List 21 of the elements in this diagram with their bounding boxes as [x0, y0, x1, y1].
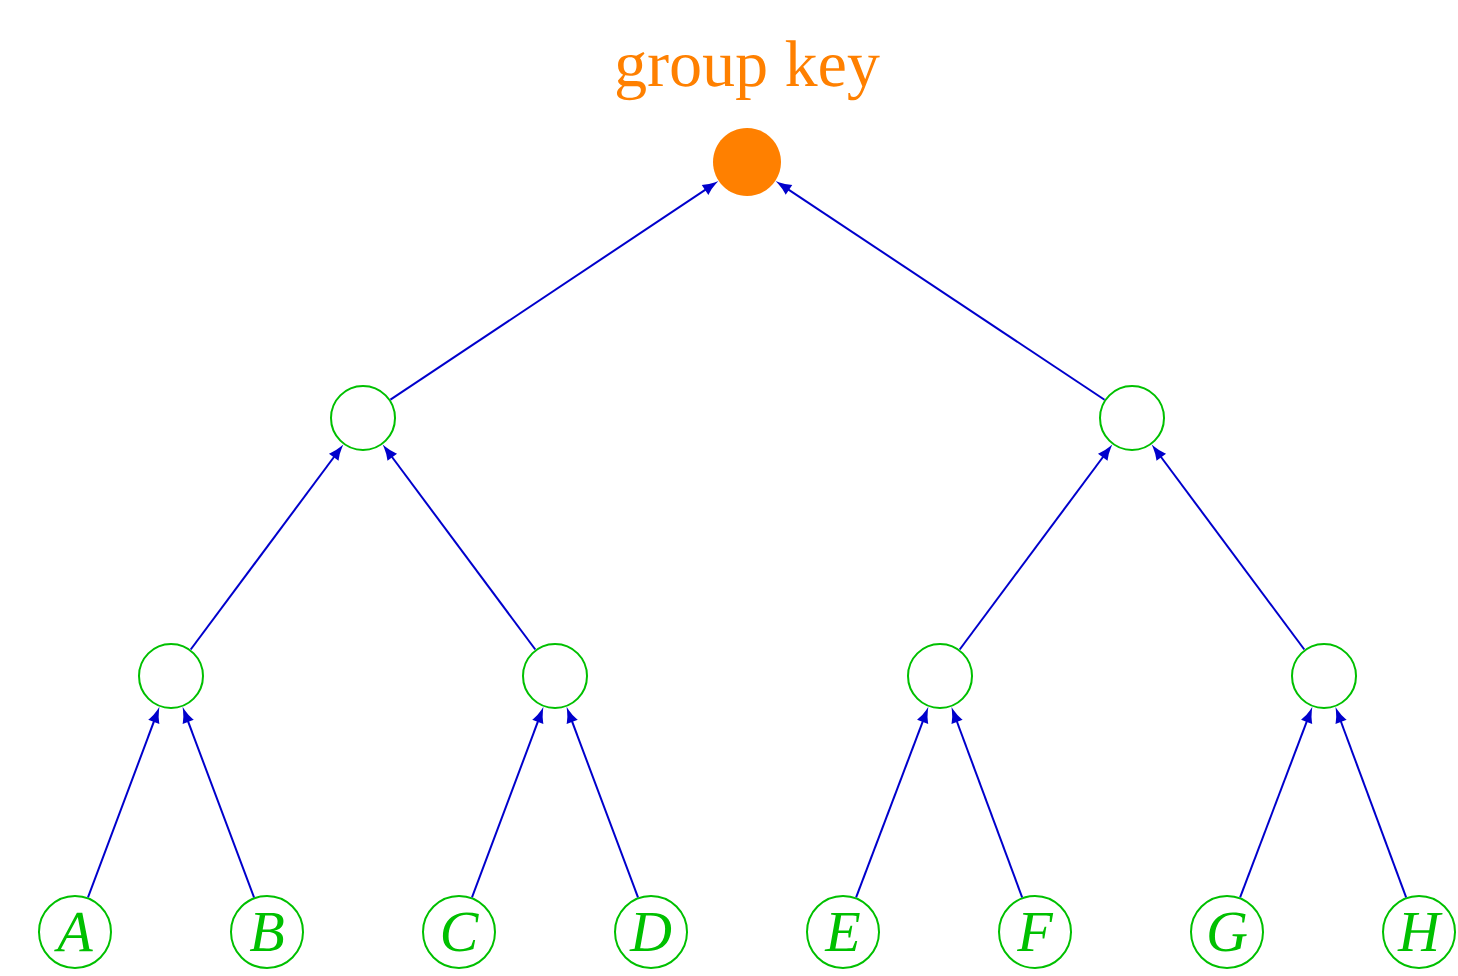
arrow	[855, 709, 928, 899]
arrow	[87, 709, 160, 899]
arrow	[951, 709, 1024, 899]
empty-circle	[138, 643, 204, 709]
empty-circle	[1291, 643, 1357, 709]
arrow	[182, 709, 255, 899]
arrow	[384, 446, 537, 651]
empty-circle	[330, 385, 396, 451]
arrow	[778, 182, 1106, 401]
arrow	[389, 182, 716, 401]
arrow	[189, 446, 342, 651]
arrow	[1335, 709, 1408, 899]
empty-circle	[1099, 385, 1165, 451]
node-label: group key	[616, 40, 880, 101]
arrow	[1239, 709, 1312, 899]
empty-circle	[522, 643, 588, 709]
empty-circle	[907, 643, 973, 709]
arrow	[1153, 446, 1306, 651]
arrow	[958, 446, 1111, 651]
arrow	[471, 709, 544, 899]
arrow	[566, 709, 639, 899]
